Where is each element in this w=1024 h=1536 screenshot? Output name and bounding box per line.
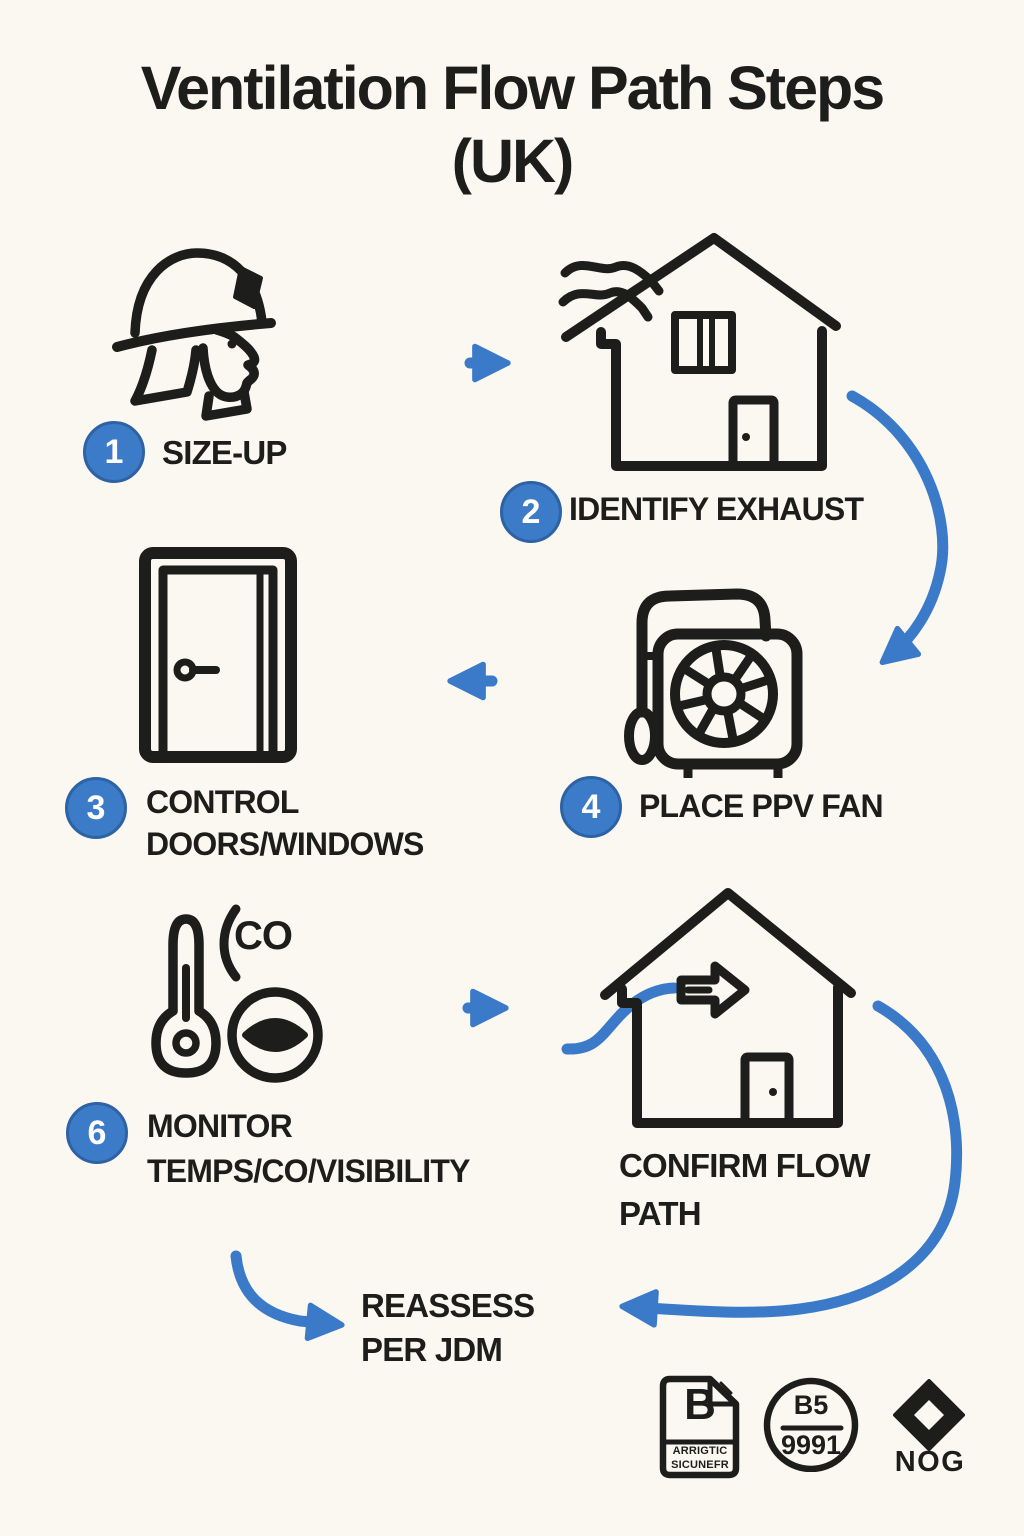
house-exhaust-icon [558,233,841,471]
document-fold-hatch [714,1381,733,1400]
walls [617,982,843,1128]
thermometer-bulb [172,1029,200,1057]
circle-badge-bottom-text: 9991 [780,1430,842,1460]
co-label: CO [234,914,293,958]
eye-ring [227,987,323,1083]
helmet-brim [112,318,276,352]
eye-pupil [242,1018,308,1052]
document-badge-caption: ARRIGTIC SICUNEFR [671,1445,729,1471]
flow-arrow-outline [676,961,750,1019]
face-profile [198,325,260,402]
door-frame [139,547,297,763]
step-3-number-badge: 3 [65,777,127,839]
step-1-number-badge: 1 [83,421,145,483]
house-door [740,1052,794,1128]
step-1-label: SIZE-UP [162,434,287,471]
document-badge-icon [659,1375,740,1479]
fan-handle [636,588,772,718]
step-4-label: PLACE PPV FAN [639,788,884,824]
fan-wheel [624,707,660,765]
helmet-lamp [233,266,263,309]
confirm-flow-path-label: CONFIRM FLOW PATH [619,1147,870,1232]
fan-ring [670,640,778,748]
step-6-label: MONITOR TEMPS/CO/VISIBILITY [147,1108,470,1190]
neck-collar [201,387,252,421]
arrow-confirm-flow-to-reassess [619,1000,963,1328]
step-2-label: IDENTIFY EXHAUST [569,491,864,527]
diamond-inner [914,1400,944,1430]
eye-dot [227,339,237,349]
roof [600,888,856,1000]
exhaust-wind-line-2 [558,287,653,322]
thermometer-co-eye-icon [151,904,323,1083]
door-icon [139,547,297,763]
page-title: Ventilation Flow Path Steps (UK) [140,54,886,196]
roof [561,233,841,342]
arrow-monitor-to-reassess [230,1250,345,1342]
window [671,311,736,374]
fan-housing [652,628,803,770]
ppv-fan-icon [624,588,803,778]
diamond-badge-icon [893,1379,965,1451]
document-fold [707,1376,739,1407]
circle-badge-ring [763,1377,859,1472]
house-flow-arrow-icon [600,888,856,1128]
diamond-badge-label: NOG [894,1446,966,1478]
document-outline [659,1375,740,1479]
thermometer-body [151,914,221,1078]
reassess-label: REASSESS PER JDM [361,1287,535,1368]
house-door [728,395,779,471]
step-6-number-badge: 6 [66,1102,128,1164]
neck-flap [130,345,201,406]
door-panel [158,565,278,762]
arrow-identify-exhaust-to-place-fan [846,390,949,666]
step-2-number-badge: 2 [500,481,562,543]
walls [596,326,827,471]
door-knob [742,433,750,441]
exhaust-wind-line-1 [560,260,664,296]
fan-blades [674,644,773,744]
circle-badge-top-text: B5 [793,1390,829,1420]
door-knob [769,1088,777,1096]
step-4-number-badge: 4 [560,776,622,838]
flow-path-wavy-line [561,982,680,1055]
step-3-label: CONTROL DOORS/WINDOWS [146,784,424,862]
firefighter-helmet-icon [112,248,276,421]
circle-badge-icon [763,1377,859,1472]
co-arc [219,904,241,982]
document-badge-letter: B [684,1380,716,1429]
